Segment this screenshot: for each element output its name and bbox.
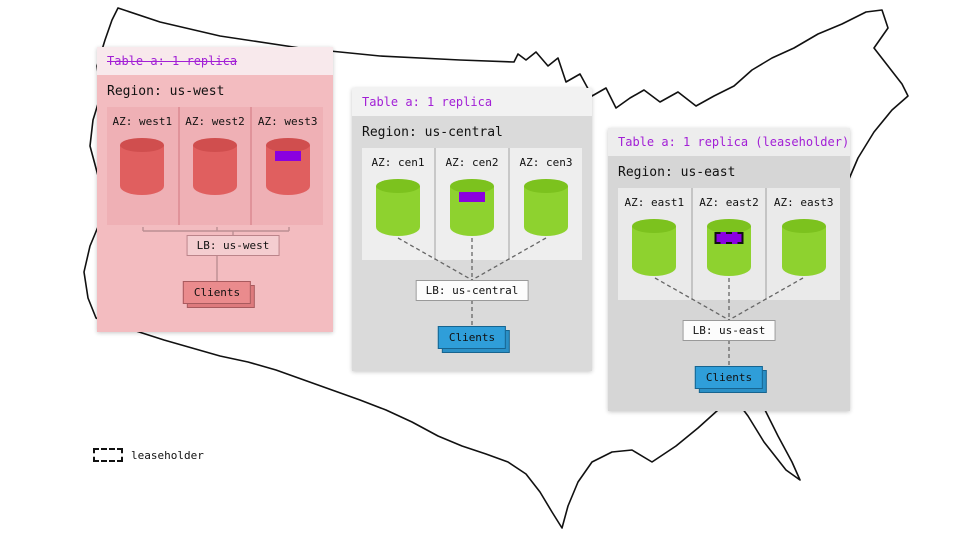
az-label: AZ: east3 (773, 196, 834, 209)
table-replica-header: Table a: 1 replica (97, 47, 333, 75)
az-row: AZ: east1 AZ: east2 AZ: east3 (618, 188, 841, 300)
leaseholder-replica-marker (714, 232, 744, 244)
table-replica-label: Table a: 1 replica (leaseholder) (618, 135, 850, 149)
database-cylinder-icon (265, 138, 310, 195)
region-card-us-west: Table a: 1 replica Region: us-west AZ: w… (97, 47, 333, 332)
database-cylinder-icon (524, 179, 568, 236)
table-replica-label: Table a: 1 replica (107, 54, 238, 68)
replica-marker (459, 192, 485, 202)
region-card-us-central: Table a: 1 replica Region: us-central AZ… (352, 88, 592, 371)
database-cylinder-icon (193, 138, 237, 195)
table-replica-header: Table a: 1 replica (352, 88, 592, 116)
az-label: AZ: cen1 (371, 156, 425, 169)
table-replica-header: Table a: 1 replica (leaseholder) (608, 128, 850, 156)
load-balancer-box: LB: us-central (415, 280, 529, 301)
clients-box: Clients (437, 326, 507, 349)
az-box-cen1: AZ: cen1 (362, 148, 434, 260)
database-cylinder-icon (707, 219, 751, 276)
database-cylinder-icon (376, 179, 420, 236)
region-title: Region: us-central (362, 125, 503, 140)
az-box-west3: AZ: west3 (252, 107, 324, 225)
az-label: AZ: east2 (699, 196, 759, 209)
load-balancer-box: LB: us-west (186, 235, 280, 256)
az-box-west1: AZ: west1 (107, 107, 178, 225)
az-label: AZ: west2 (185, 115, 245, 128)
az-label: AZ: west1 (112, 115, 173, 128)
az-row: AZ: west1 AZ: west2 AZ: west3 (107, 107, 324, 225)
region-title: Region: us-east (618, 165, 736, 180)
az-box-east2: AZ: east2 (692, 188, 766, 300)
clients-box: Clients (694, 366, 764, 389)
az-label: AZ: cen3 (519, 156, 573, 169)
database-cylinder-icon (120, 138, 165, 195)
az-box-east1: AZ: east1 (618, 188, 691, 300)
az-row: AZ: cen1 AZ: cen2 AZ: cen3 (362, 148, 582, 260)
region-card-us-east: Table a: 1 replica (leaseholder) Region:… (608, 128, 850, 411)
az-box-east3: AZ: east3 (767, 188, 841, 300)
leaseholder-swatch-icon (93, 448, 123, 462)
database-cylinder-icon (450, 179, 494, 236)
az-label: AZ: east1 (624, 196, 685, 209)
az-label: AZ: west3 (257, 115, 318, 128)
table-replica-label: Table a: 1 replica (362, 95, 493, 109)
az-box-cen2: AZ: cen2 (436, 148, 508, 260)
clients-box: Clients (182, 281, 252, 304)
region-title: Region: us-west (107, 84, 225, 99)
database-cylinder-icon (781, 219, 826, 276)
legend-label: leaseholder (131, 448, 204, 462)
az-box-west2: AZ: west2 (179, 107, 251, 225)
az-box-cen3: AZ: cen3 (510, 148, 582, 260)
legend: leaseholder (93, 448, 204, 462)
database-cylinder-icon (632, 219, 677, 276)
az-label: AZ: cen2 (445, 156, 499, 169)
replica-marker (274, 151, 301, 161)
load-balancer-box: LB: us-east (682, 320, 776, 341)
